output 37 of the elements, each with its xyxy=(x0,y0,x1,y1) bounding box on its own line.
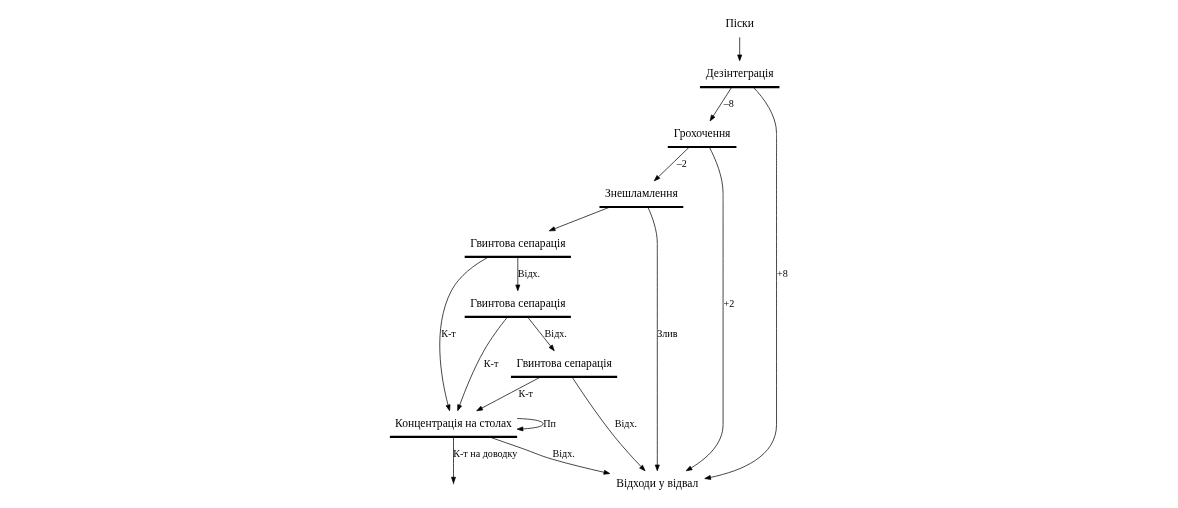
edge-label: –2 xyxy=(676,157,687,169)
edge-label: Пп xyxy=(543,417,556,429)
edge-label: К-т xyxy=(518,387,534,399)
node-text: Піски xyxy=(725,16,754,30)
arrow xyxy=(653,146,690,182)
arrow xyxy=(516,418,544,432)
arrow xyxy=(571,376,646,472)
edge-label: Відх. xyxy=(552,447,575,459)
edge-label: –8 xyxy=(723,97,734,109)
arrow xyxy=(737,37,743,62)
edge-label: К-т на доводку xyxy=(453,447,518,459)
arrow xyxy=(685,146,724,472)
edge-label: Відх. xyxy=(517,267,541,279)
arrow xyxy=(457,316,508,412)
node-text: Знешламлення xyxy=(605,186,678,200)
edge-label: К-т xyxy=(441,327,456,339)
node-text: Гвинтова сепарація xyxy=(470,296,566,310)
arrow xyxy=(527,316,555,352)
edge-label: +2 xyxy=(723,297,735,309)
node-text: Грохочення xyxy=(673,126,731,140)
arrow xyxy=(515,256,521,292)
edge-label: Відх. xyxy=(614,417,637,429)
edge-label: К-т xyxy=(483,357,499,369)
arrow xyxy=(476,376,541,412)
arrow xyxy=(488,436,611,475)
edge-label: Відх. xyxy=(544,327,567,339)
node-text: Концентрація на столах xyxy=(395,416,512,430)
node-text: Відходи у відвал xyxy=(616,476,699,490)
node-text: Гвинтова сепарація xyxy=(470,236,566,250)
arrow xyxy=(439,256,489,412)
arrow xyxy=(709,86,733,122)
node-text: Гвинтова сепарація xyxy=(516,356,612,370)
arrow xyxy=(647,206,660,472)
arrow xyxy=(704,86,777,480)
arrow xyxy=(548,206,611,232)
node-text: Дезінтеграція xyxy=(705,66,774,80)
edge-label: +8 xyxy=(776,267,788,279)
